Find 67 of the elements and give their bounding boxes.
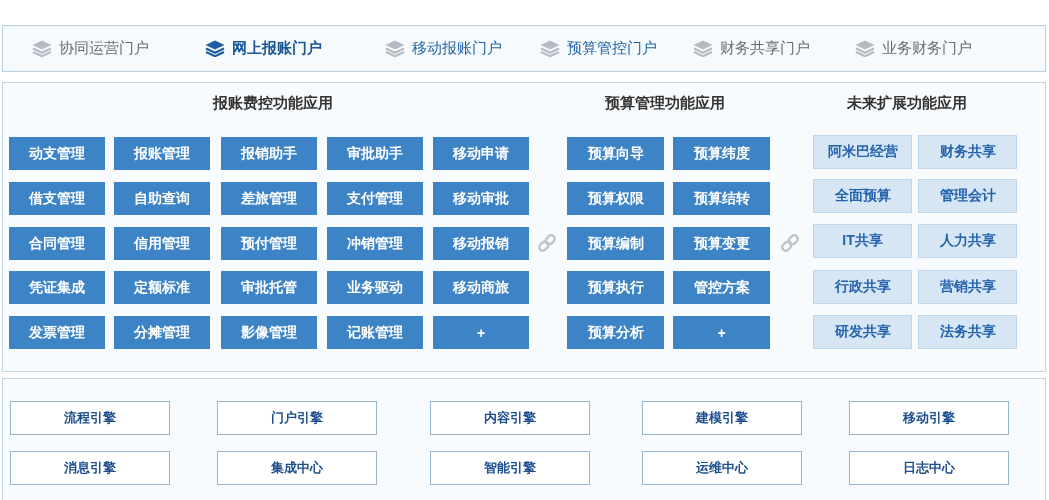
function-box: 合同管理: [9, 227, 105, 260]
function-box: 阿米巴经营: [813, 135, 912, 169]
function-box: 业务驱动: [327, 271, 423, 304]
function-box: 管控方案: [673, 271, 770, 304]
function-box: 预算分析: [567, 316, 664, 349]
function-box: 预算权限: [567, 182, 664, 215]
engine-box: 日志中心: [849, 451, 1009, 485]
function-box: 移动审批: [433, 182, 529, 215]
function-box: 信用管理: [114, 227, 210, 260]
function-box: 营销共享: [918, 270, 1017, 304]
function-box: 审批助手: [327, 137, 423, 170]
engine-box: 流程引擎: [10, 401, 170, 435]
function-box: 预算向导: [567, 137, 664, 170]
engine-box: 消息引擎: [10, 451, 170, 485]
function-box: 研发共享: [813, 315, 912, 349]
portal-label: 预算管控门户: [567, 39, 657, 58]
portal-bar: [2, 25, 1046, 72]
function-box: +: [433, 316, 529, 349]
engine-box: 移动引擎: [849, 401, 1009, 435]
function-box: 财务共享: [918, 135, 1017, 169]
function-box: 借支管理: [9, 182, 105, 215]
function-box: 记账管理: [327, 316, 423, 349]
function-box: 预付管理: [221, 227, 317, 260]
function-box: 差旅管理: [221, 182, 317, 215]
function-box: +: [673, 316, 770, 349]
function-box: 预算变更: [673, 227, 770, 260]
function-box: 自助查询: [114, 182, 210, 215]
engine-box: 运维中心: [642, 451, 802, 485]
function-box: 预算纬度: [673, 137, 770, 170]
function-box: 移动申请: [433, 137, 529, 170]
portal-label: 业务财务门户: [882, 39, 972, 58]
function-box: 支付管理: [327, 182, 423, 215]
engine-box: 门户引擎: [217, 401, 377, 435]
function-box: 行政共享: [813, 270, 912, 304]
section-heading: 预算管理功能应用: [605, 94, 725, 113]
function-box: 移动商旅: [433, 271, 529, 304]
panel: [2, 378, 1046, 500]
function-box: 发票管理: [9, 316, 105, 349]
portal-label: 协同运营门户: [59, 39, 149, 58]
engine-box: 内容引擎: [430, 401, 590, 435]
function-box: 预算结转: [673, 182, 770, 215]
function-box: 移动报销: [433, 227, 529, 260]
section-heading: 未来扩展功能应用: [847, 94, 967, 113]
function-box: 报账管理: [114, 137, 210, 170]
function-box: 报销助手: [221, 137, 317, 170]
function-box: 预算执行: [567, 271, 664, 304]
portal-label: 网上报账门户: [232, 39, 322, 58]
panel: [2, 82, 1046, 372]
function-box: 影像管理: [221, 316, 317, 349]
function-box: 审批托管: [221, 271, 317, 304]
function-box: 法务共享: [918, 315, 1017, 349]
function-box: 凭证集成: [9, 271, 105, 304]
function-box: 冲销管理: [327, 227, 423, 260]
function-box: 全面预算: [813, 179, 912, 213]
portal-label: 财务共享门户: [720, 39, 810, 58]
function-box: 管理会计: [918, 179, 1017, 213]
engine-box: 智能引擎: [430, 451, 590, 485]
section-heading: 报账费控功能应用: [213, 94, 333, 113]
function-box: 人力共享: [918, 224, 1017, 258]
function-box: 分摊管理: [114, 316, 210, 349]
function-box: IT共享: [813, 224, 912, 258]
function-box: 预算编制: [567, 227, 664, 260]
engine-box: 建模引擎: [642, 401, 802, 435]
engine-box: 集成中心: [217, 451, 377, 485]
portal-label: 移动报账门户: [412, 39, 502, 58]
function-box: 动支管理: [9, 137, 105, 170]
function-box: 定额标准: [114, 271, 210, 304]
